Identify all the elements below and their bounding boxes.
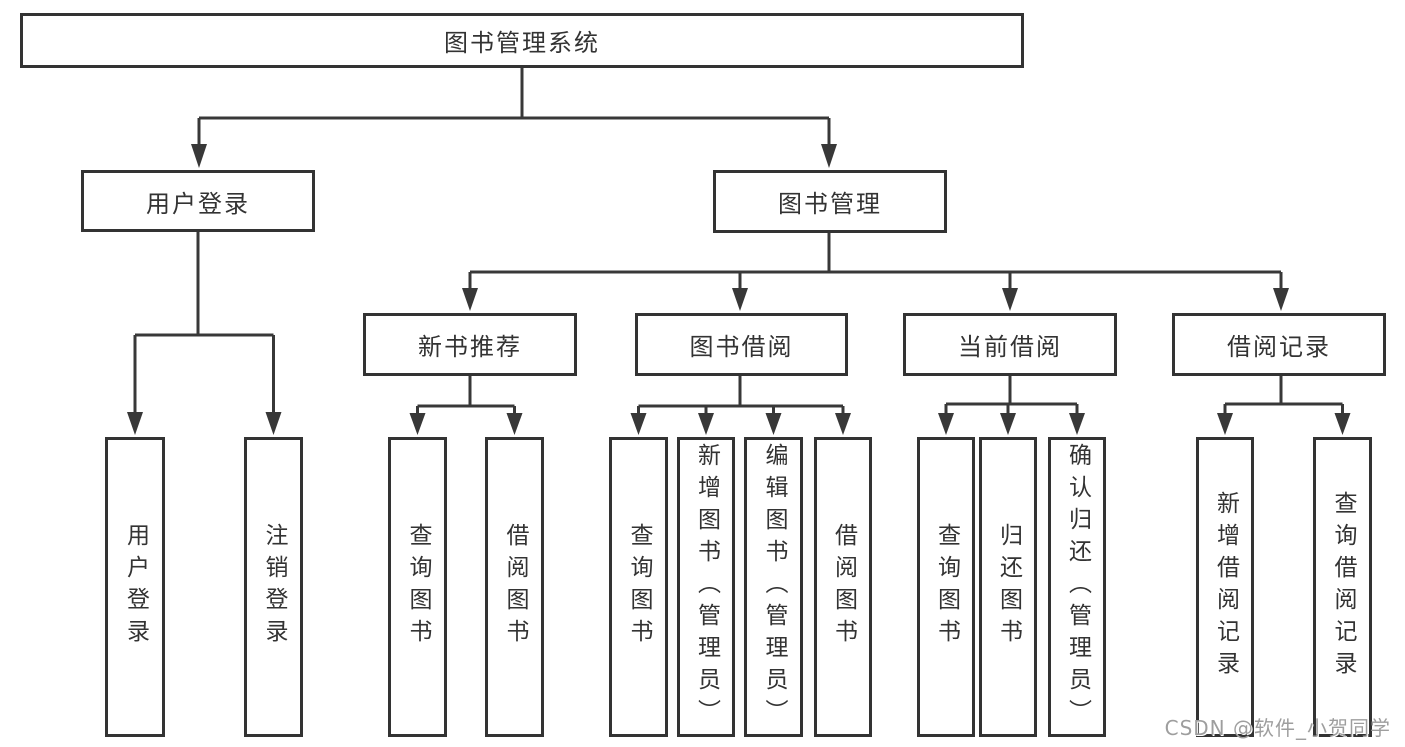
edge-borrow-record-to-leaves bbox=[1223, 376, 1344, 415]
arrowhead-icon bbox=[1000, 413, 1016, 435]
arrowhead-icon bbox=[765, 413, 782, 435]
edge-lines bbox=[133, 68, 1344, 415]
arrowhead-icon bbox=[938, 413, 954, 435]
node-leaf-return-book-label: 归还图书 bbox=[995, 523, 1022, 651]
node-leaf-query-book-1: 查询图书 bbox=[388, 437, 447, 737]
arrowhead-icon bbox=[506, 413, 523, 435]
node-leaf-query-book-2-label: 查询图书 bbox=[626, 523, 652, 651]
arrowhead-icon bbox=[1069, 413, 1085, 435]
arrowhead-icon bbox=[265, 412, 282, 435]
arrowhead-icon bbox=[191, 144, 207, 168]
node-leaf-edit-book: 编辑图书（管理员） bbox=[744, 437, 803, 737]
arrowhead-icon bbox=[462, 288, 478, 311]
node-leaf-query-book-3: 查询图书 bbox=[917, 437, 975, 737]
edge-new-book-rec-to-leaves bbox=[416, 376, 516, 415]
node-book-mgmt-label: 图书管理 bbox=[778, 190, 882, 218]
arrowhead-icon bbox=[1217, 413, 1233, 435]
edge-book-mgmt-to-level3 bbox=[468, 233, 1283, 290]
watermark-text: CSDN @软件_小贺同学 bbox=[1164, 716, 1391, 740]
arrowhead-icon bbox=[1334, 413, 1351, 435]
arrowhead-icon bbox=[127, 412, 143, 435]
node-user-login: 用户登录 bbox=[81, 170, 315, 232]
arrowhead-icon bbox=[732, 288, 748, 311]
arrowhead-icon bbox=[698, 413, 714, 435]
node-leaf-user-login: 用户登录 bbox=[105, 437, 165, 737]
edge-current-borrow-to-leaves bbox=[944, 376, 1079, 415]
node-leaf-return-book: 归还图书 bbox=[979, 437, 1037, 737]
node-book-mgmt: 图书管理 bbox=[713, 170, 947, 233]
node-leaf-confirm-return-label: 确认归还（管理员） bbox=[1064, 443, 1091, 731]
node-leaf-add-book: 新增图书（管理员） bbox=[677, 437, 735, 737]
node-leaf-query-borrow-record-label: 查询借阅记录 bbox=[1330, 491, 1356, 683]
edge-root-to-level2 bbox=[197, 68, 831, 146]
node-user-login-label: 用户登录 bbox=[146, 189, 250, 218]
arrowhead-icon bbox=[630, 413, 647, 435]
arrowhead-icon bbox=[821, 144, 837, 168]
node-borrow-record-label: 借阅记录 bbox=[1227, 333, 1331, 361]
edge-user-login-to-leaves bbox=[133, 232, 275, 414]
arrowheads bbox=[127, 144, 1351, 435]
node-book-borrow-label: 图书借阅 bbox=[689, 333, 794, 361]
node-root-label: 图书管理系统 bbox=[444, 29, 600, 57]
node-leaf-add-borrow-record-label: 新增借阅记录 bbox=[1212, 491, 1239, 683]
arrowhead-icon bbox=[1273, 288, 1289, 311]
arrowhead-icon bbox=[835, 413, 851, 435]
node-leaf-borrow-book-1-label: 借阅图书 bbox=[502, 523, 528, 651]
node-leaf-logout-label: 注销登录 bbox=[261, 523, 287, 651]
edge-book-borrow-to-leaves bbox=[637, 376, 845, 415]
node-book-borrow: 图书借阅 bbox=[635, 313, 848, 376]
node-leaf-borrow-book-2: 借阅图书 bbox=[814, 437, 872, 737]
node-current-borrow: 当前借阅 bbox=[903, 313, 1117, 376]
node-leaf-add-borrow-record: 新增借阅记录 bbox=[1196, 437, 1254, 737]
node-leaf-edit-book-label: 编辑图书（管理员） bbox=[761, 443, 787, 731]
node-leaf-borrow-book-2-label: 借阅图书 bbox=[830, 523, 857, 651]
node-leaf-logout: 注销登录 bbox=[244, 437, 303, 737]
node-leaf-query-book-1-label: 查询图书 bbox=[405, 523, 431, 651]
node-current-borrow-label: 当前借阅 bbox=[958, 333, 1062, 361]
node-leaf-query-book-2: 查询图书 bbox=[609, 437, 668, 737]
node-leaf-query-book-3-label: 查询图书 bbox=[933, 523, 960, 651]
node-leaf-confirm-return: 确认归还（管理员） bbox=[1048, 437, 1106, 737]
node-leaf-add-book-label: 新增图书（管理员） bbox=[693, 443, 720, 731]
node-leaf-query-borrow-record: 查询借阅记录 bbox=[1313, 437, 1372, 737]
node-new-book-rec: 新书推荐 bbox=[363, 313, 577, 376]
node-new-book-rec-label: 新书推荐 bbox=[418, 333, 522, 361]
arrowhead-icon bbox=[1002, 288, 1018, 311]
node-leaf-user-login-label: 用户登录 bbox=[122, 523, 149, 651]
node-root: 图书管理系统 bbox=[20, 13, 1024, 68]
node-leaf-borrow-book-1: 借阅图书 bbox=[485, 437, 544, 737]
arrowhead-icon bbox=[409, 413, 426, 435]
node-borrow-record: 借阅记录 bbox=[1172, 313, 1386, 376]
